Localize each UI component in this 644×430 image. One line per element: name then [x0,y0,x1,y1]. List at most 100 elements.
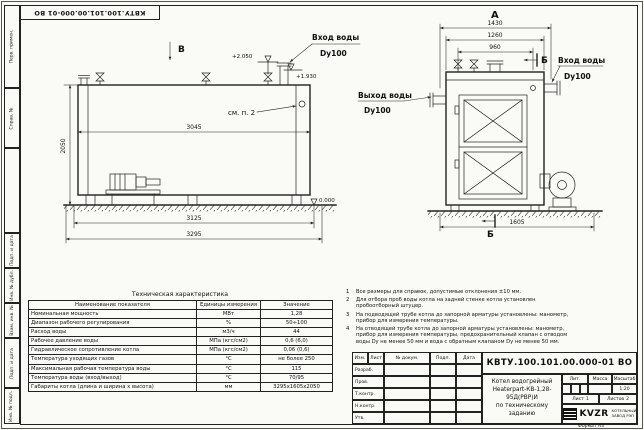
ground-hatch [64,205,336,212]
level-mid: +1.930 [296,74,317,80]
frame-cell-podp-data-1: Подп. и дата [4,233,20,268]
front-view [357,53,604,228]
boiler-shell-side [77,84,311,196]
see-note-text: см. п. 2 [228,109,255,117]
note-number: 3 [346,311,350,318]
tb-cell-empty [430,364,456,376]
tb-cell-empty [430,412,456,424]
frame-cell-perv-primen: Перв. примен. [4,5,20,88]
sample-port [298,100,306,108]
front-view-dimensions [439,23,595,232]
tech-cell-value: 0,6 (6,0) [260,336,333,347]
frame-cell-inv-dubl: Инв. № дубл. [4,268,20,303]
tech-row: Диапазон рабочего регулирования%50÷100 [28,318,333,329]
tech-cell-name: Температура воды (вход/выход) [28,372,197,383]
outlet-leader [403,96,432,102]
tech-cell-name: Габариты котла (длина и ширина х высота) [28,381,197,392]
tb-mass-label: Масса [588,374,612,384]
tb-mass-cell [588,384,612,394]
valve-icon [201,72,211,86]
tb-label: Подп. [436,355,450,361]
tech-cell-name: Рабочее давление воды [28,336,197,347]
tb-cell-empty [384,412,430,424]
tb-lit-cell [562,384,571,394]
inlet-leader-side [289,43,313,63]
side-inlet-size: Dy100 [320,49,347,58]
tech-cell-value: 44 [260,327,333,338]
support-leg [187,194,198,206]
company-name: КОТЕЛЬНЫЙ ЗАВОД РЭП [611,409,636,418]
tech-cell-name: Диапазон рабочего регулирования [28,318,197,329]
tech-cell-name: Расход воды [28,327,197,338]
top-designation-stamp: КВТУ.100.101.00.000-01 ВО [20,5,160,20]
tech-cell-value: 1,28 [260,309,333,320]
tech-cell-unit: м3/ч [196,327,261,338]
section-b-marks [481,53,538,228]
side-view-dimensions [63,84,323,244]
burner-assembly [105,173,161,206]
tech-cell-value: 115 [260,363,333,374]
tb-row-develop: Разраб. [352,364,384,376]
scale-value-text: 1:20 [619,386,630,392]
tb-cell-empty [384,400,430,412]
support-leg [530,204,540,212]
tech-cell-unit: мм [196,381,261,392]
inlet-pipe-side [276,62,292,86]
side-view [63,41,361,212]
dim-3125: 3125 [186,215,201,222]
note-number: 2 [346,297,350,304]
tb-cell-empty [456,400,482,412]
tb-label: Лист [370,355,382,361]
tb-sheet-cell: Лист 1 [562,394,599,404]
upper-door [463,99,523,143]
tb-cell-empty [384,388,430,400]
outlet-pipe-front [429,92,447,108]
tb-col-izm: Изм. [352,352,368,364]
tech-col-value: Значение [260,299,333,311]
tech-cell-name: Номинальная мощность [28,309,197,320]
tb-row-ncontr: Н.контр. [352,400,384,412]
company-logo: KVZR КОТЕЛЬНЫЙ ЗАВОД РЭП [563,408,636,420]
dim-1430: 1430 [487,20,502,27]
dim-1605: 1605 [509,219,524,226]
tb-cell-empty [456,364,482,376]
tech-characteristics-table: Наименование показателя Единицы измерени… [28,299,333,392]
tb-cell-empty [430,400,456,412]
frame-cell-spare [4,148,20,233]
tb-cell-empty [456,412,482,424]
section-b-top-letter: Б [541,56,548,66]
tb-label: Пров. [355,379,369,385]
doc-name-line: Heaterpart-КВ-1,28-95Д(РВР)И [492,387,552,402]
tech-col-name: Наименование показателя [28,299,197,311]
front-inlet-size: Dy100 [564,72,591,81]
tb-label: Разраб. [355,367,374,373]
frame-cell-vzam-inv: Взам. инв. № [4,303,20,338]
designation-text: КВТУ.100.101.00.000-01 ВО [486,358,633,368]
hinge [454,105,460,115]
view-a-letter: А [491,10,499,21]
front-inlet-label: Вход воды [558,56,605,65]
tech-cell-unit: °С [196,354,261,365]
tb-designation: КВТУ.100.101.00.000-01 ВО [482,352,637,374]
tb-col-sign: Подп. [430,352,456,364]
tech-cell-unit: МВт [196,309,261,320]
tb-company-cell: KVZR КОТЕЛЬНЫЙ ЗАВОД РЭП [562,404,637,424]
side-inlet-label: Вход воды [312,33,359,42]
company-name-line: ЗАВОД РЭП [611,413,635,418]
tech-cell-unit: % [196,318,261,329]
tb-label: Т.контр. [355,391,375,397]
tech-cell-unit: °С [196,372,261,383]
tb-row-approve: Утв. [352,412,384,424]
tech-cell-unit: МПа (кгс/см2) [196,336,261,347]
front-outlet-label: Выход воды [358,91,412,100]
